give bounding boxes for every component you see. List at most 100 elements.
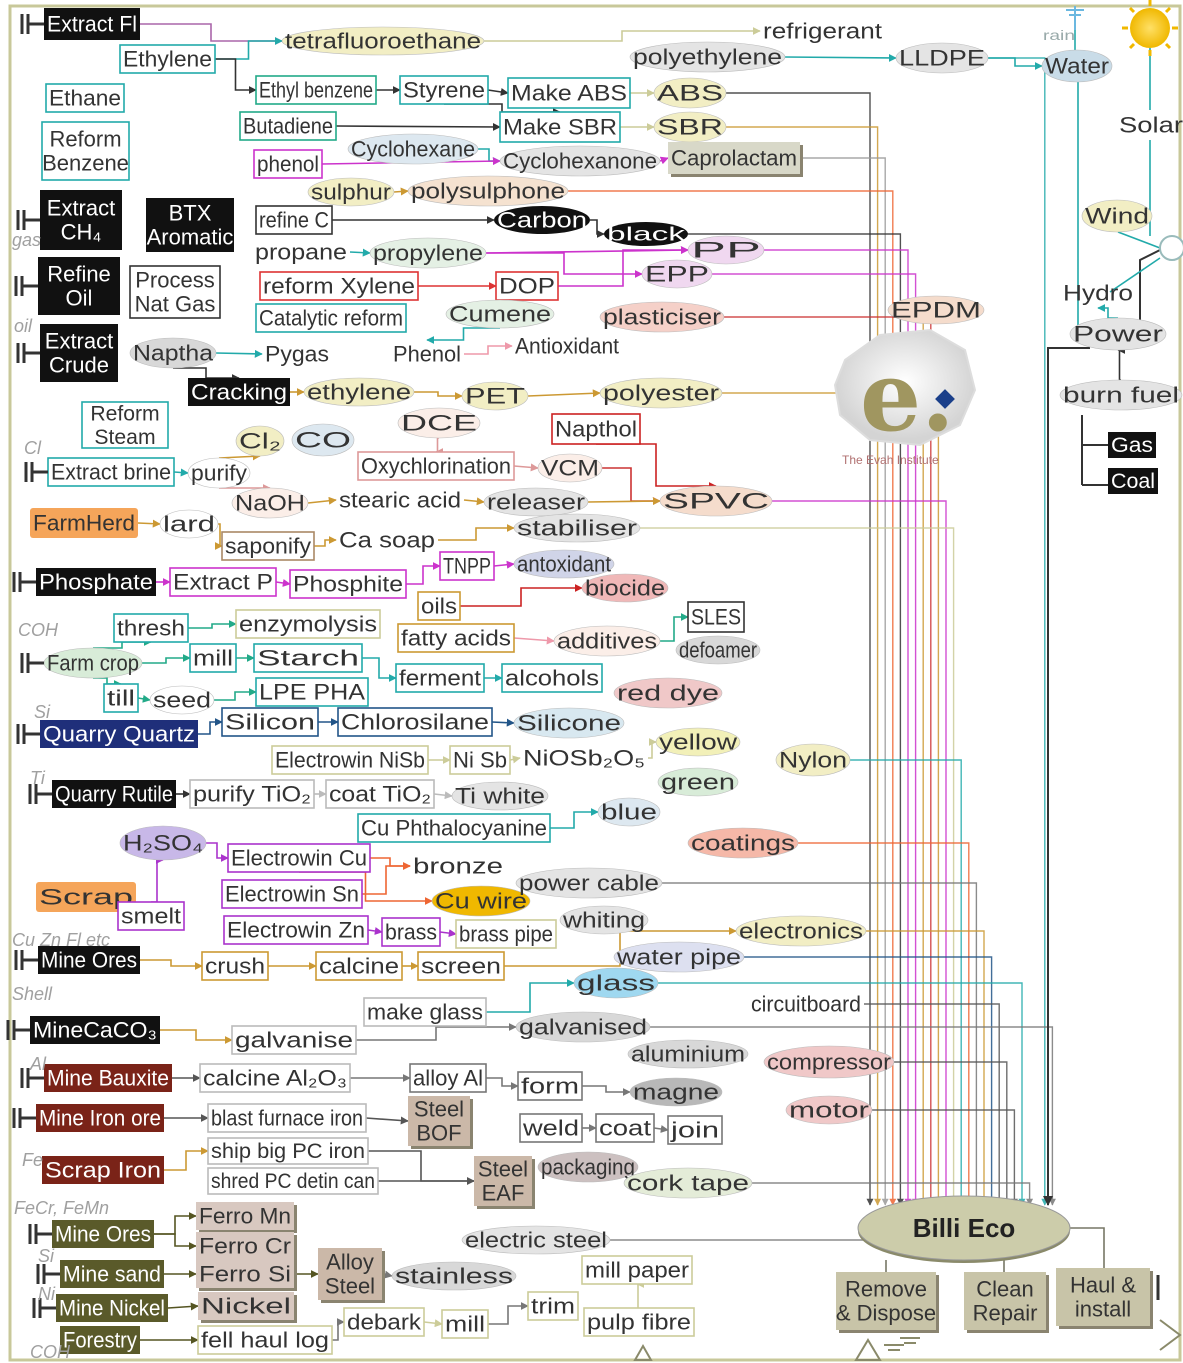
node-body: [196, 1260, 294, 1288]
node-ferment: ferment: [395, 663, 485, 693]
node-label: shred PC detin can: [211, 1170, 375, 1193]
node-body: [318, 1248, 382, 1300]
node-ferro-mn: Ferro Mn: [196, 1202, 297, 1233]
node-packaging: packaging: [537, 1151, 639, 1183]
node-label: antoxidant: [517, 551, 611, 576]
node-quarry-quartz: Quarry Quartz: [16, 720, 198, 748]
node-cracking: Cracking: [188, 378, 290, 406]
edge-saponify-to-ca_soap: [314, 536, 337, 547]
edge-blast_furnace-to-steel_bof: [365, 1116, 409, 1125]
node-body: [36, 1104, 164, 1132]
node-label: Ni Sb: [453, 747, 507, 772]
label-line: Reform: [49, 126, 121, 151]
node-body: [595, 1113, 655, 1143]
edge-debark-to-mill_wood: [423, 1319, 443, 1328]
node-debark: debark: [343, 1307, 425, 1337]
logo-accent: [935, 389, 955, 409]
node-coat-tio2: coat TiO₂: [325, 779, 435, 809]
label-line: Repair: [973, 1301, 1038, 1326]
node-label: black: [607, 225, 686, 246]
node-ferro-si: Ferro Si: [196, 1260, 297, 1291]
edge-mill_wood-to-trim: [488, 1302, 529, 1325]
node-scrap-iron: Scrap Iron: [42, 1156, 164, 1184]
node-body: [399, 75, 489, 105]
rail-water_pipe-to-billi-eco: [744, 956, 996, 1206]
label-line: Haul &: [1070, 1272, 1136, 1297]
node-body: [483, 487, 589, 517]
node-body: [198, 1292, 294, 1320]
node-label: compressor: [767, 1049, 891, 1074]
node-coal: Coal: [1108, 468, 1158, 494]
node-label: additives: [557, 628, 657, 653]
node-body: [553, 625, 661, 657]
node-body: [255, 75, 377, 105]
node-ethylene-top: Ethylene: [119, 44, 216, 74]
node-body: [445, 299, 555, 329]
node-body: [507, 77, 631, 109]
node-extract-p: Extract P: [169, 567, 277, 597]
edge-mine_nickel-to-nickel: [167, 1302, 199, 1311]
node-body: [149, 685, 215, 715]
node-alcohols: alcohols: [501, 663, 603, 693]
node-label: ethylene: [307, 379, 411, 404]
node-label: blast furnace iron: [211, 1105, 363, 1130]
node-label: mill paper: [585, 1257, 689, 1282]
node-label: Chlorosilane: [341, 709, 489, 734]
node-body: [581, 573, 669, 603]
node-cumene: Cumene: [445, 299, 555, 329]
label-line: BTX: [169, 200, 212, 225]
node-label: motor: [789, 1097, 869, 1122]
node-body: [629, 41, 786, 73]
node-seed: seed: [149, 685, 215, 715]
rail-caprolactam-to-billi-eco: [800, 157, 889, 1206]
edge-ca_soap-to-stabiliser: [438, 524, 515, 541]
edge-napthol-to-spvc: [596, 443, 717, 490]
edge-smelt-to-h2so4: [151, 856, 164, 903]
node-label: Silicon: [225, 709, 315, 734]
logo-caption: The Evah Institute: [842, 453, 939, 467]
node-wind: Wind: [1081, 199, 1153, 233]
node-pp: PP: [687, 235, 765, 265]
side-label-cl-lbl: Cl: [24, 438, 42, 458]
node-label: Extract brine: [51, 459, 171, 484]
node-refine-c: refine C: [255, 205, 333, 235]
node-body: [494, 206, 590, 234]
node-body: [45, 83, 125, 113]
node-label: phenol: [257, 151, 319, 176]
node-polysulphone: polysulphone: [407, 175, 569, 207]
rail-lldpe-to-billi-eco: [988, 57, 1049, 1206]
node-mine-sand: Mine sand: [36, 1260, 164, 1288]
edge-galvanise-to-galvanised: [356, 1023, 517, 1041]
node-blast-furnace: blast furnace iron: [207, 1103, 367, 1133]
node-body: [763, 1045, 895, 1079]
node-body: [1108, 432, 1156, 458]
node-label: CO: [295, 427, 351, 452]
node-scrap: Scrap: [36, 882, 136, 912]
node-label: Naptha: [133, 340, 214, 365]
node-body: [573, 967, 659, 999]
node-body: [627, 1039, 749, 1069]
node-releaser: releaser: [483, 487, 589, 517]
service-line: [885, 1227, 1105, 1272]
side-label-ni-lbl: Ni: [38, 1284, 56, 1304]
node-label: power cable: [519, 870, 659, 895]
node-circuitboard: circuitboard: [751, 991, 861, 1016]
node-naoh: NaOH: [231, 487, 309, 519]
node-till: till: [103, 683, 139, 713]
node-body: [964, 1272, 1046, 1330]
node-mine-caco3: MineCaCO₃: [6, 1016, 160, 1044]
side-label-ti-lbl: Ti: [30, 768, 46, 788]
node-label: stainless: [395, 1263, 513, 1288]
edge-pet-to-polyester: [527, 389, 601, 398]
node-label: Water: [1045, 53, 1109, 78]
node-label: Cu wire: [435, 888, 527, 913]
edge-oxychlorination-to-vcm: [513, 463, 539, 472]
node-body: [895, 42, 989, 74]
edge-ethylene_top-to-ethylbenzene: [215, 58, 257, 94]
edge-oils-to-biocide: [460, 584, 583, 607]
node-body: [197, 1325, 333, 1355]
edge-mine_caco3-to-galvanise: [160, 1029, 233, 1044]
edge-burn_fuel-to-power: [1117, 346, 1126, 381]
